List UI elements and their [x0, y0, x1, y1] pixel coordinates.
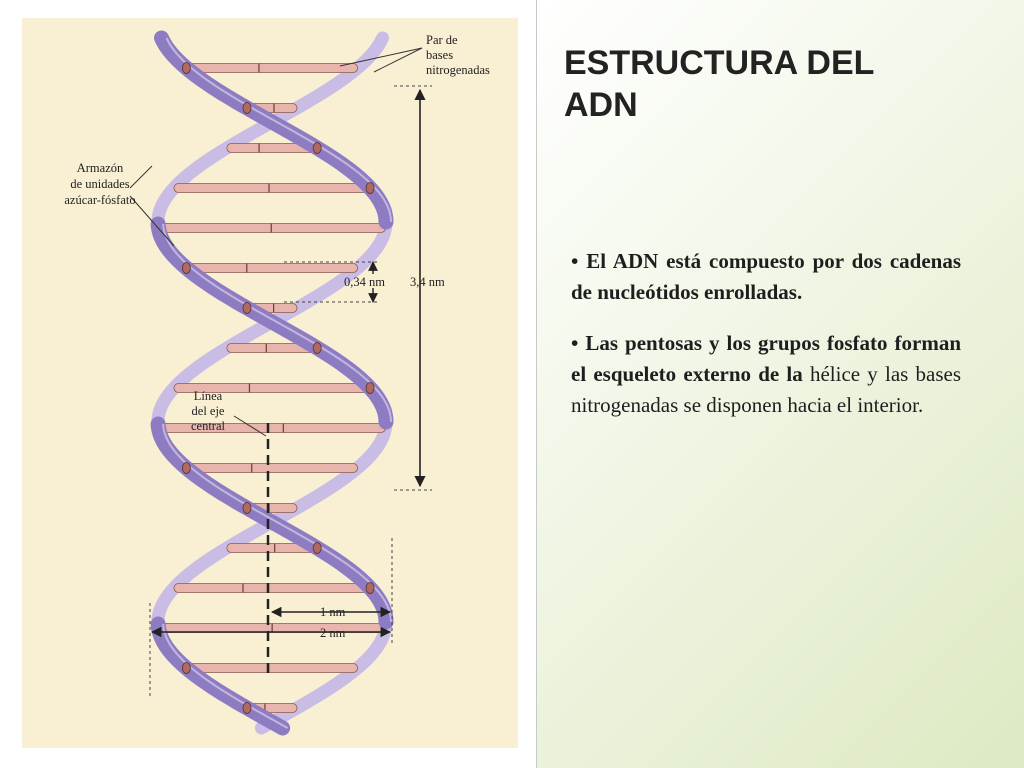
base-pair	[185, 63, 359, 73]
strand-a-highlight-1	[162, 423, 392, 623]
base-pairs	[158, 63, 386, 713]
backbone-leader-1	[129, 165, 153, 189]
slide-title-line-1: ESTRUCTURA DEL	[564, 44, 875, 82]
label-radius: 1 nm	[320, 605, 346, 619]
nucleotide-dot	[181, 462, 191, 474]
axis-leader	[233, 415, 267, 437]
strand-a-highlight-0	[165, 37, 392, 223]
nucleotide-dot	[181, 262, 191, 274]
bullet-1: • El ADN está compuesto por dos cadenas …	[571, 246, 961, 308]
label-bases-1: Par de	[426, 33, 458, 47]
label-axis-3: central	[191, 419, 226, 433]
nucleotide-dot	[312, 342, 322, 354]
base-pair	[185, 463, 359, 473]
body-text: • El ADN está compuesto por dos cadenas …	[571, 246, 961, 441]
label-pitch: 3,4 nm	[410, 275, 445, 289]
label-bases-3: nitrogenadas	[426, 63, 490, 77]
diagram-frame: Par de bases nitrogenadas Armazón de uni…	[22, 0, 537, 768]
slide-title: ESTRUCTURA DEL ADN	[564, 42, 984, 126]
bases-leader-1	[339, 47, 423, 67]
nucleotide-dots	[181, 62, 375, 714]
base-pair	[173, 583, 371, 593]
slide-title-line-2: ADN	[564, 86, 638, 124]
nucleotide-dot	[242, 702, 252, 714]
nucleotide-dot	[365, 182, 375, 194]
label-bases-2: bases	[426, 48, 453, 62]
label-diameter: 2 nm	[320, 626, 346, 640]
dna-diagram-panel: Par de bases nitrogenadas Armazón de uni…	[22, 18, 518, 748]
nucleotide-dot	[181, 662, 191, 674]
label-backbone-1: Armazón	[77, 161, 124, 175]
nucleotide-dot	[242, 302, 252, 314]
bullet-2-normal: hélice y las bases nitrogenadas se dispo…	[571, 362, 961, 417]
nucleotide-dot	[312, 142, 322, 154]
base-pair	[185, 263, 359, 273]
strand-b-highlight-1	[162, 623, 289, 729]
nucleotide-dot	[365, 582, 375, 594]
label-axis-2: del eje	[192, 404, 225, 418]
bullet-1-bold: • El ADN está compuesto por dos cadenas …	[571, 249, 961, 304]
base-pair	[173, 183, 371, 193]
bullet-2-bold: • Las pentosas y los grupos fosfato form…	[571, 331, 961, 386]
backbone-leader-2	[129, 195, 175, 247]
nucleotide-dot	[242, 502, 252, 514]
nucleotide-dot	[312, 542, 322, 554]
nucleotide-dot	[181, 62, 191, 74]
dna-double-helix-diagram: Par de bases nitrogenadas Armazón de uni…	[64, 30, 490, 736]
base-pair	[185, 663, 359, 673]
bases-leader-2	[373, 47, 423, 73]
nucleotide-dot	[365, 382, 375, 394]
strand-b-highlight-0	[162, 223, 392, 423]
bullet-2: • Las pentosas y los grupos fosfato form…	[571, 328, 961, 421]
strand-b-front-1	[150, 616, 291, 736]
base-pair	[158, 223, 386, 233]
label-rise: 0,34 nm	[344, 275, 385, 289]
label-backbone-2: de unidades	[70, 177, 129, 191]
label-axis-1: Línea	[194, 389, 223, 403]
label-backbone-3: azúcar-fósfato	[64, 193, 135, 207]
nucleotide-dot	[242, 102, 252, 114]
